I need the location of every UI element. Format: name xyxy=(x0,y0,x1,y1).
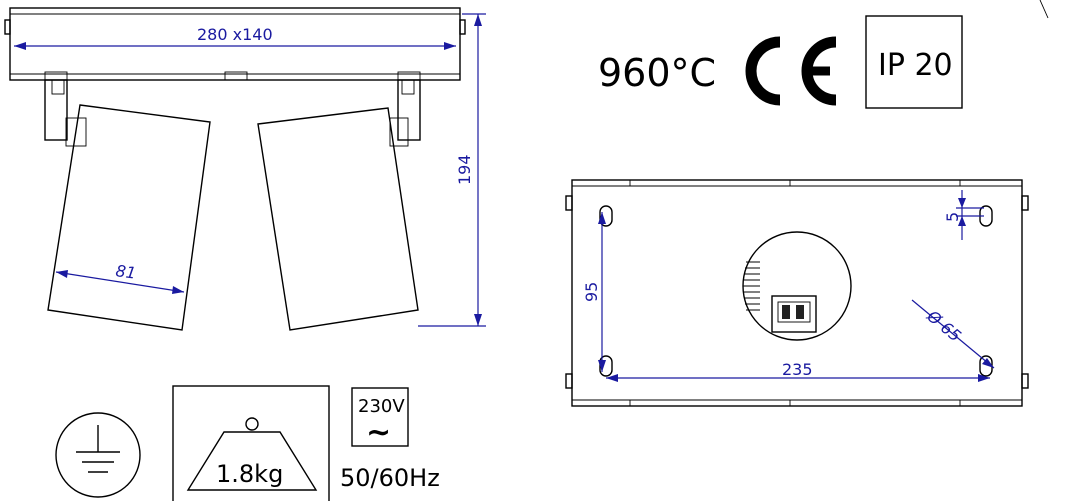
height-dimension-label: 194 xyxy=(455,154,474,185)
frequency-label: 50/60Hz xyxy=(340,464,440,492)
hole-diameter-label: Ø 65 xyxy=(923,306,965,346)
weight-value: 1.8kg xyxy=(216,460,283,488)
overall-dimension-label: 280 x140 xyxy=(197,25,273,44)
ac-supply-icon xyxy=(351,387,409,447)
back-view: 95 235 5 Ø 65 xyxy=(565,179,1029,407)
front-view: 280 x140 194 81 xyxy=(4,7,486,331)
earth-ground-icon xyxy=(55,412,141,498)
hole-vertical-label: 95 xyxy=(582,282,601,302)
voltage-label: 230V xyxy=(358,396,405,417)
ce-mark-icon xyxy=(745,36,837,106)
weight-icon xyxy=(172,385,330,501)
ip-rating-box xyxy=(865,15,963,109)
ac-symbol: ∼ xyxy=(366,415,391,450)
glow-wire-temperature: 960°C xyxy=(598,51,716,95)
ip-rating: IP 20 xyxy=(878,48,953,83)
spot-width-label: 81 xyxy=(114,261,137,283)
hole-offset-label: 5 xyxy=(943,212,962,222)
hole-horizontal-label: 235 xyxy=(782,360,813,379)
